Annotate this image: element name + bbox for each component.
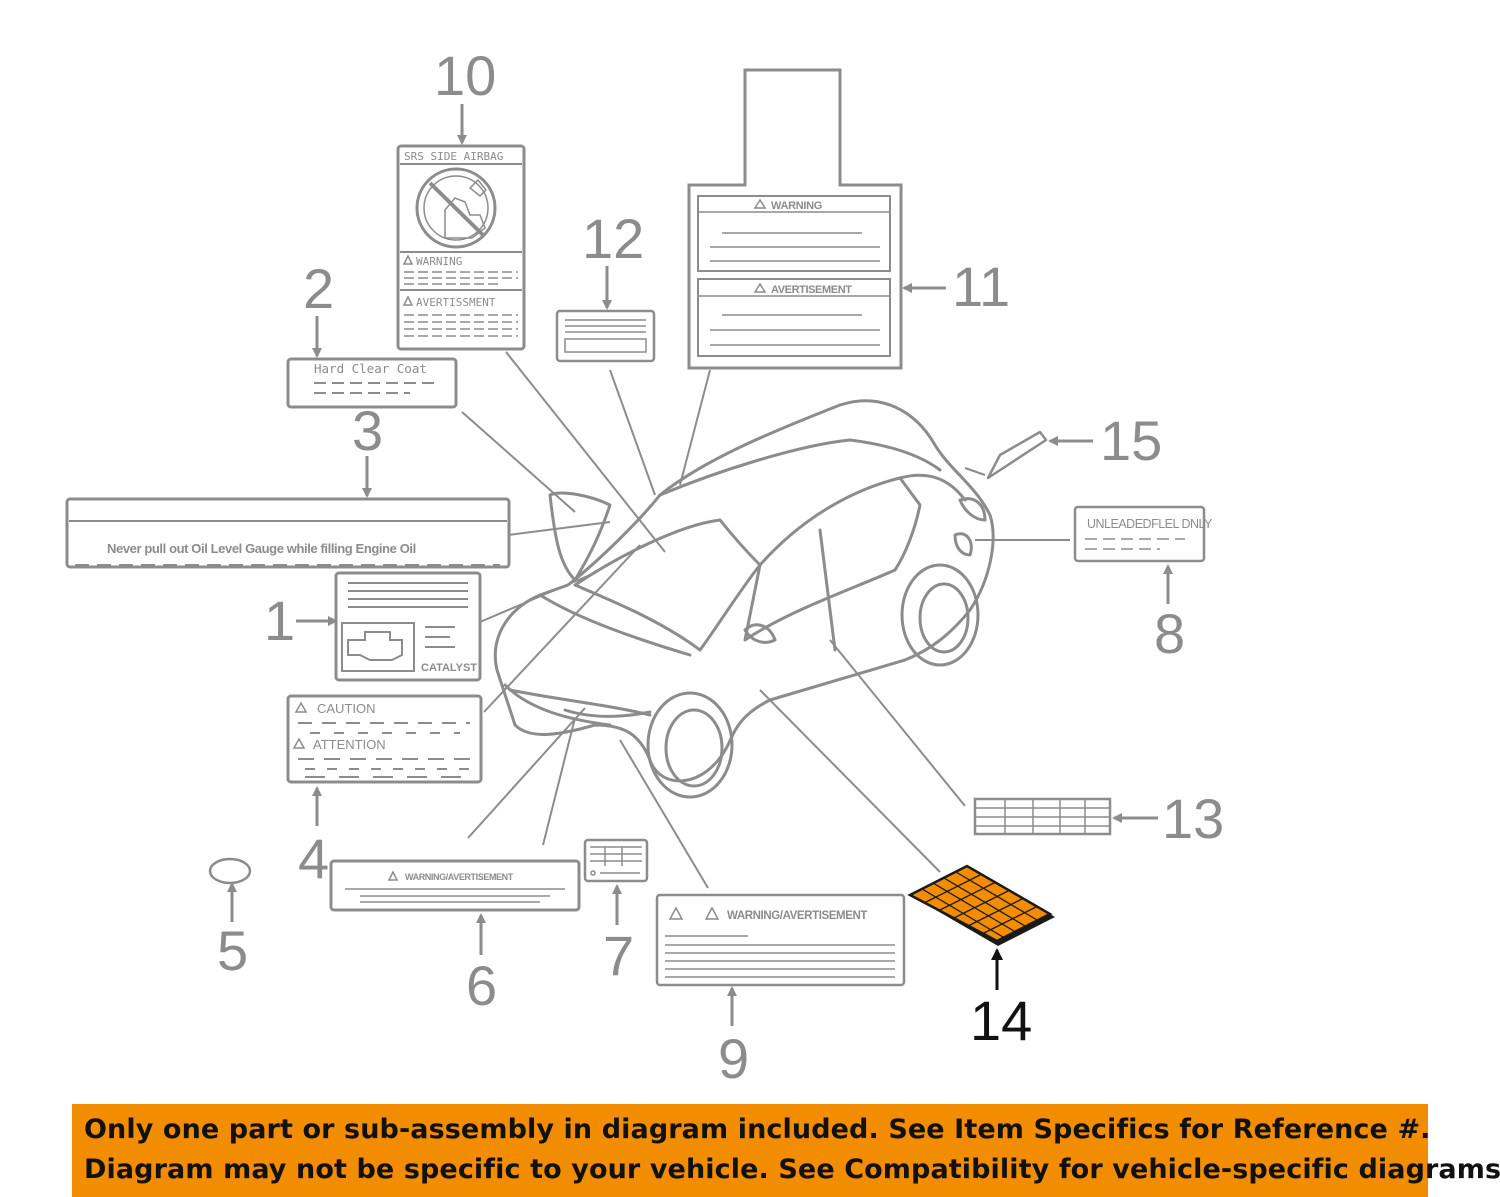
callout-11[interactable]: 11: [902, 255, 1010, 318]
callout-14[interactable]: 14: [970, 948, 1032, 1052]
callout-15-number: 15: [1100, 409, 1162, 472]
label-11-avert: AVERTISEMENT: [771, 284, 852, 296]
callout-4-number: 4: [298, 827, 329, 890]
label-10-avert: AVERTISSMENT: [416, 296, 496, 309]
label-1-text: CATALYST: [421, 662, 477, 674]
callout-7-number: 7: [603, 924, 634, 987]
callout-5[interactable]: 5: [217, 882, 248, 982]
disclaimer-line-2: Diagram may not be specific to your vehi…: [84, 1154, 1500, 1185]
label-2-text: Hard Clear Coat: [314, 361, 427, 376]
label-4-attention-text: ATTENTION: [313, 737, 386, 752]
label-15-strip[interactable]: [986, 430, 1048, 480]
callout-13[interactable]: 13: [1112, 787, 1224, 850]
callout-13-number: 13: [1162, 787, 1224, 850]
label-11-warning-panel[interactable]: WARNING AVERTISEMENT: [687, 68, 903, 370]
callout-10-number: 10: [434, 44, 496, 107]
disclaimer-line-1: Only one part or sub-assembly in diagram…: [84, 1114, 1431, 1145]
label-6-warning[interactable]: WARNING/AVERTISEMENT: [329, 859, 581, 912]
label-12-small[interactable]: [555, 309, 656, 363]
label-10-airbag[interactable]: SRS SIDE AIRBAG WARNING AVERTISSMENT: [396, 144, 526, 351]
label-4-caution-text: CAUTION: [317, 701, 376, 716]
callout-10[interactable]: 10: [434, 44, 496, 145]
label-7-small-table[interactable]: [583, 838, 649, 883]
callout-8[interactable]: 8: [1154, 564, 1185, 665]
label-9-warning[interactable]: WARNING/AVERTISEMENT: [655, 893, 906, 987]
callout-1[interactable]: 1: [264, 589, 338, 652]
callout-1-number: 1: [264, 589, 295, 652]
callout-12[interactable]: 12: [582, 207, 644, 310]
callout-2[interactable]: 2: [303, 257, 334, 358]
callout-4[interactable]: 4: [298, 786, 329, 890]
label-6-text: WARNING/AVERTISEMENT: [405, 872, 514, 882]
callout-11-number: 11: [952, 255, 1010, 318]
label-1-catalyst[interactable]: CATALYST: [334, 571, 482, 682]
leader-lines: [461, 351, 1070, 889]
callout-3-number: 3: [352, 399, 383, 462]
callout-3[interactable]: 3: [352, 399, 383, 498]
callout-6[interactable]: 6: [466, 913, 497, 1017]
label-9-text: WARNING/AVERTISEMENT: [727, 910, 867, 922]
label-2-clear-coat[interactable]: Hard Clear Coat: [286, 357, 458, 409]
callout-8-number: 8: [1154, 602, 1185, 665]
callout-12-number: 12: [582, 207, 644, 270]
callout-9[interactable]: 9: [718, 986, 749, 1090]
label-3-oil-gauge[interactable]: Never pull out Oil Level Gauge while fil…: [65, 497, 511, 569]
label-10-warning: WARNING: [416, 255, 462, 268]
callout-7[interactable]: 7: [603, 884, 634, 987]
callout-2-number: 2: [303, 257, 334, 320]
label-8-text: UNLEADEDFLEL DNLY: [1087, 517, 1213, 531]
callout-15[interactable]: 15: [1048, 409, 1162, 472]
callout-6-number: 6: [466, 954, 497, 1017]
disclaimer-banner: Only one part or sub-assembly in diagram…: [72, 1104, 1500, 1197]
label-3-text: Never pull out Oil Level Gauge while fil…: [107, 541, 416, 556]
label-14-highlighted-part[interactable]: [907, 864, 1055, 946]
label-5-oval[interactable]: [208, 857, 252, 885]
callout-5-number: 5: [217, 919, 248, 982]
callout-14-number: 14: [970, 989, 1032, 1052]
vehicle-outline: [493, 399, 995, 799]
label-11-warning: WARNING: [771, 200, 822, 212]
callout-9-number: 9: [718, 1027, 749, 1090]
label-10-title: SRS SIDE AIRBAG: [404, 150, 503, 163]
label-4-caution[interactable]: CAUTION ATTENTION: [286, 694, 483, 784]
label-8-fuel[interactable]: UNLEADEDFLEL DNLY: [1073, 505, 1214, 563]
label-13-table[interactable]: [973, 797, 1112, 836]
